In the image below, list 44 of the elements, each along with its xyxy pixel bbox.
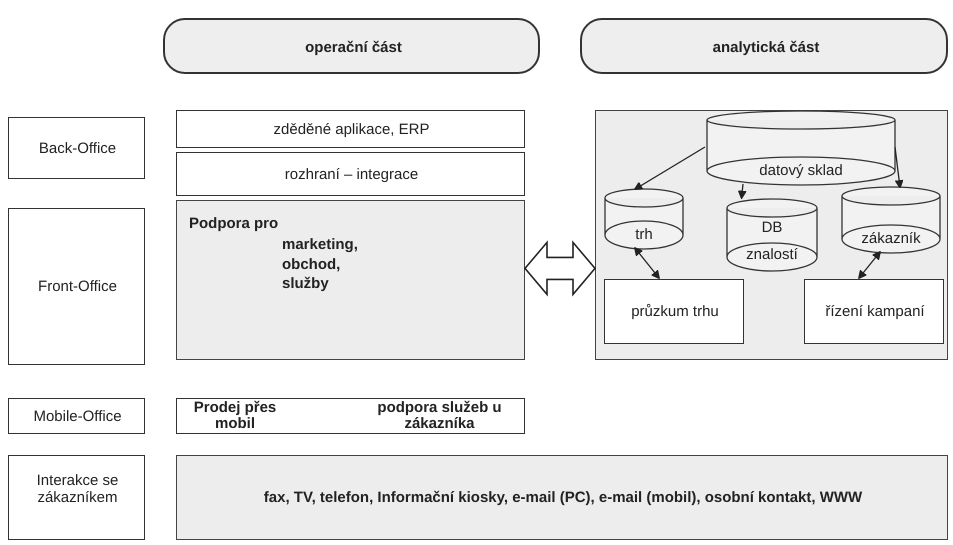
arrow	[634, 246, 660, 280]
arrow	[894, 146, 904, 189]
database-label: DB	[760, 219, 784, 236]
panel	[595, 110, 948, 360]
box-text: zděděné aplikace, ERP	[272, 120, 430, 138]
process-box	[804, 279, 944, 344]
database-cylinder	[726, 199, 818, 271]
box-text: Mobile-Office	[32, 408, 123, 425]
section-title: analytická část	[712, 38, 820, 56]
box-text: Podpora pro	[189, 215, 278, 232]
database-label: znalostí	[745, 246, 799, 264]
database-cylinder	[604, 189, 684, 249]
box-text: Interakce se zákazníkem	[36, 472, 120, 506]
row-label	[8, 117, 145, 179]
arrow	[738, 184, 747, 200]
section-header	[163, 18, 540, 74]
process-box	[176, 110, 525, 148]
box-text: Prodej přes mobil	[192, 400, 278, 432]
row-label	[8, 398, 145, 434]
section-title: operační část	[304, 38, 403, 56]
database-cylinder	[706, 111, 896, 185]
box-text: průzkum trhu	[630, 303, 720, 320]
box-text: Front-Office	[37, 278, 118, 296]
arrow	[634, 146, 706, 190]
arrow	[858, 250, 881, 280]
box-text: Back-Office	[38, 140, 118, 157]
box-text: fax, TV, telefon, Informační kiosky, e-mail (PC), e-mail (mobil), osobní kontakt, WWW	[262, 489, 864, 506]
database-label: zákazník	[860, 230, 922, 248]
row-label	[8, 208, 145, 365]
box-text: marketing, obchod, služby	[282, 235, 359, 294]
panel	[176, 200, 525, 360]
database-label: trh	[634, 226, 654, 244]
panel	[176, 455, 948, 540]
row-label	[8, 455, 145, 540]
box-text: řízení kampaní	[824, 303, 926, 320]
box-text: podpora služeb u zákazníka	[376, 400, 503, 432]
database-cylinder	[841, 187, 941, 253]
database-label: datový sklad	[758, 162, 844, 180]
section-header	[580, 18, 948, 74]
process-box	[176, 398, 525, 434]
process-box	[604, 279, 744, 344]
box-text: rozhraní – integrace	[284, 166, 420, 183]
double-arrow	[524, 240, 596, 297]
process-box	[176, 152, 525, 196]
